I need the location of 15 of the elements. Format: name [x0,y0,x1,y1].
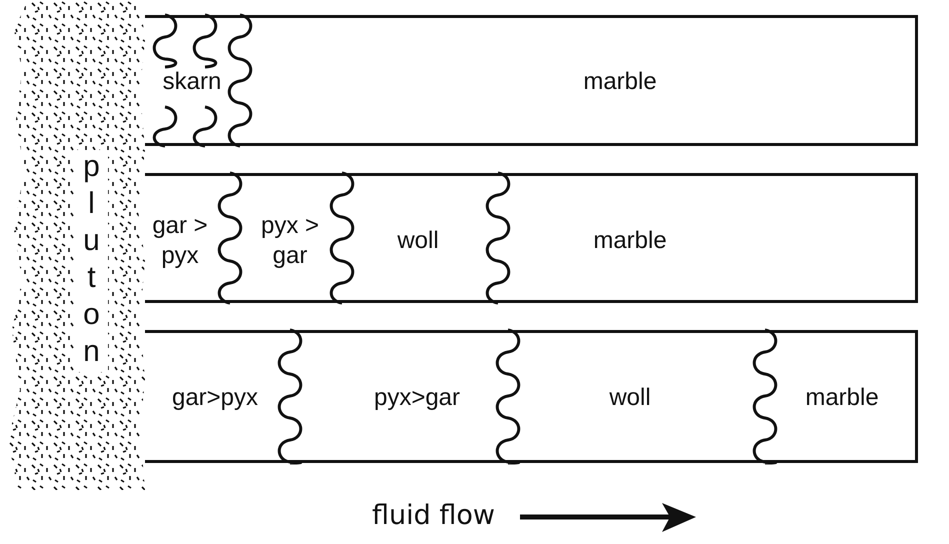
zone-label: skarn [162,67,222,97]
zone-label: pyx>gar [374,383,460,413]
zone-label: gar > pyx [151,211,209,271]
zone-label: pyx > gar [260,211,320,271]
zone-label: woll [609,383,651,413]
zone-label: marble [593,226,667,256]
zone-label: marble [583,67,657,97]
flow-label: fluid flow [372,500,495,531]
zone-label: marble [805,383,879,413]
rock-layer-bar [145,330,918,463]
zone-label: gar>pyx [172,383,258,413]
rock-layer-bar [145,173,918,303]
zone-label: woll [397,226,439,256]
pluton-label: pluton [74,150,108,372]
rock-layer-bar [145,15,918,146]
